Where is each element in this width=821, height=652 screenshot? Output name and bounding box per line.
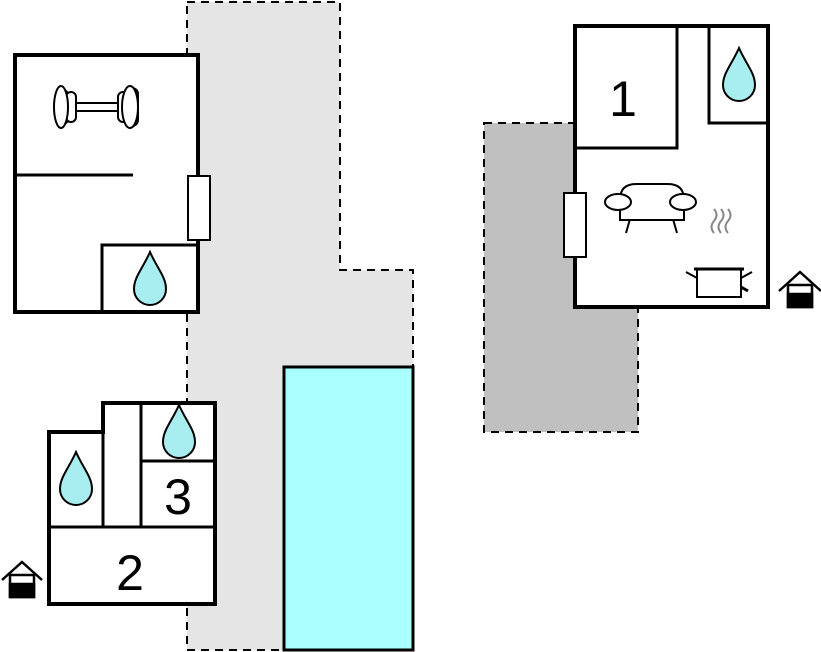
water-drop-icon [58, 449, 94, 506]
bathroom-room [100, 243, 200, 314]
water-drop-icon [161, 402, 197, 459]
door [187, 175, 211, 241]
room-number-1: 1 [609, 71, 637, 127]
house-entrance-icon [778, 270, 821, 309]
building-annex: 2 3 [47, 401, 217, 606]
building-gym [13, 53, 211, 314]
room-number-2: 2 [116, 545, 144, 601]
swimming-pool [282, 365, 415, 652]
water-drop-icon [132, 249, 168, 306]
room-number-3: 3 [164, 469, 192, 525]
sofa-icon [604, 183, 697, 234]
dumbbell-icon [53, 85, 139, 129]
house-entrance-icon [1, 560, 43, 599]
cooking-pot-icon [685, 208, 753, 298]
door [563, 192, 587, 258]
building-main: 1 [563, 24, 770, 309]
water-drop-icon [721, 45, 757, 102]
